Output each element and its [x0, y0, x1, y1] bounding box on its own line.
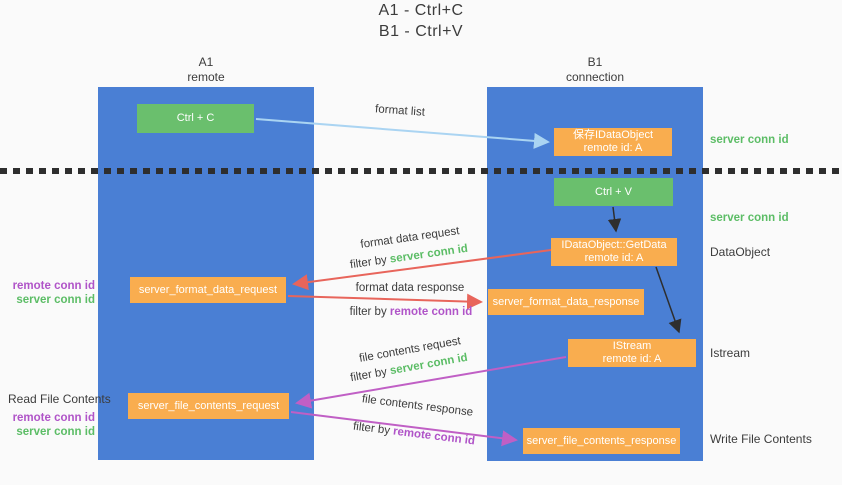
filter-by-text-1: filter by — [349, 253, 391, 272]
lane-a1-name: A1 — [198, 55, 214, 69]
lane-header-remote: A1 remote — [98, 55, 314, 85]
node-save-idataobject-line1: 保存IDataObject — [572, 129, 654, 141]
server-conn-id-label-left-2: server conn id — [16, 426, 95, 438]
lane-a1-role: remote — [187, 70, 225, 84]
node-save-idataobject: 保存IDataObject remote id: A — [554, 128, 672, 156]
node-ctrl-c: Ctrl + C — [137, 104, 254, 133]
copy-paste-separator-line — [0, 168, 842, 174]
node-server-format-data-request-label: server_format_data_request — [138, 283, 278, 296]
file-contents-response-label: file contents response — [361, 393, 474, 419]
node-server-file-contents-request: server_file_contents_request — [128, 393, 289, 419]
remote-conn-id-label-1: remote conn id — [12, 280, 95, 292]
dataobject-label: DataObject — [710, 245, 771, 259]
title-line-1: A1 - Ctrl+C — [378, 2, 464, 19]
node-ctrl-v-label: Ctrl + V — [595, 185, 632, 198]
node-server-file-contents-response-label: server_file_contents_response — [526, 434, 677, 447]
node-getdata-line2: remote id: A — [584, 252, 644, 264]
node-save-idataobject-line2: remote id: A — [583, 142, 643, 154]
filter-by-text-4: filter by — [352, 420, 394, 438]
node-idataobject-getdata: IDataObject::GetData remote id: A — [551, 238, 677, 266]
node-server-file-contents-request-label: server_file_contents_request — [137, 399, 280, 412]
format-data-response-label: format data response — [355, 282, 465, 294]
read-file-contents-label: Read File Contents — [8, 392, 111, 406]
diagram-title: A1 - Ctrl+C B1 - Ctrl+V — [0, 0, 842, 42]
node-istream: IStream remote id: A — [568, 339, 696, 367]
server-conn-id-label-left-1: server conn id — [16, 294, 95, 306]
server-conn-id-label-top: server conn id — [710, 134, 789, 146]
istream-label: Istream — [710, 346, 751, 360]
remote-conn-id-filter-2: remote conn id — [392, 425, 476, 448]
lane-header-connection: B1 connection — [487, 55, 703, 85]
format-list-label: format list — [374, 103, 426, 119]
filter-by-text-3: filter by — [349, 365, 392, 385]
node-istream-line1: IStream — [612, 340, 652, 352]
remote-conn-id-label-2: remote conn id — [12, 412, 95, 424]
node-getdata-line1: IDataObject::GetData — [561, 239, 667, 251]
node-server-format-data-request: server_format_data_request — [130, 277, 286, 303]
title-line-2: B1 - Ctrl+V — [378, 23, 464, 40]
lane-b1-name: B1 — [587, 55, 603, 69]
format-data-response-arrow — [287, 293, 483, 310]
server-conn-id-filter-1: server conn id — [389, 242, 469, 266]
node-ctrl-c-label: Ctrl + C — [176, 112, 215, 124]
filter-by-text-2: filter by — [349, 306, 390, 318]
file-contents-response-filter-label: filter by remote conn id — [330, 418, 498, 450]
remote-conn-id-filter-1: remote conn id — [389, 306, 473, 318]
node-ctrl-v: Ctrl + V — [554, 178, 673, 206]
write-file-contents-label: Write File Contents — [710, 432, 812, 446]
node-server-format-data-response: server_format_data_response — [488, 289, 644, 315]
node-server-file-contents-response: server_file_contents_response — [523, 428, 680, 454]
format-data-response-filter-label: filter by remote conn id — [330, 306, 492, 318]
node-server-format-data-response-label: server_format_data_response — [492, 295, 640, 308]
server-conn-id-label-mid: server conn id — [710, 212, 789, 224]
node-istream-line2: remote id: A — [602, 353, 662, 365]
lane-b1-role: connection — [565, 70, 625, 84]
